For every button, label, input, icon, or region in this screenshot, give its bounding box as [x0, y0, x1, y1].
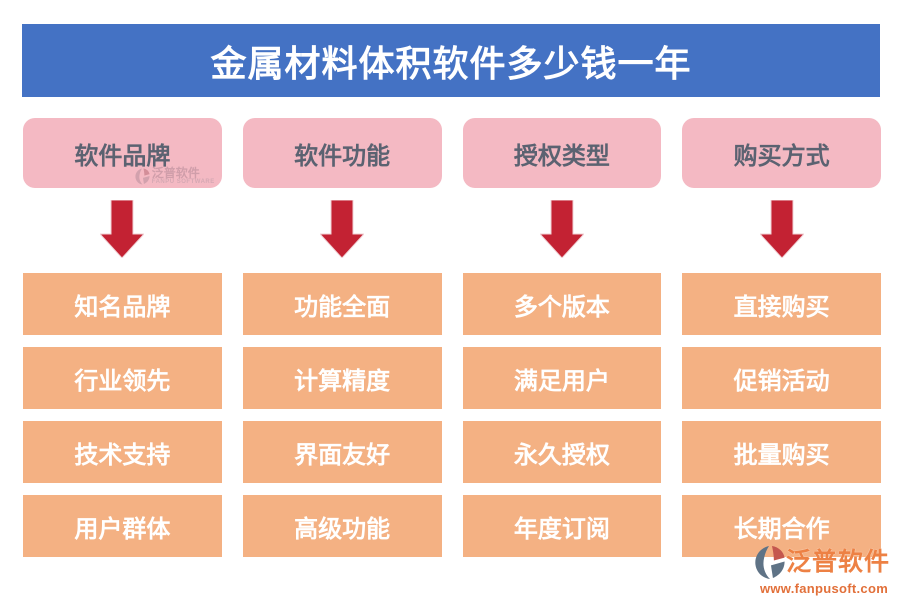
- item-label: 行业领先: [74, 368, 171, 395]
- item-label: 长期合作: [733, 516, 830, 543]
- item-label: 满足用户: [513, 368, 610, 395]
- fanpu-logo-icon: [755, 545, 785, 580]
- title-banner: 金属材料体积软件多少钱一年: [22, 24, 880, 97]
- item-box: 长期合作: [682, 495, 881, 557]
- watermark-text: 泛普软件 FANPU SOFTWARE: [152, 167, 215, 185]
- item-box: 直接购买: [682, 273, 881, 335]
- category-header-label: 购买方式: [733, 143, 830, 170]
- category-header-purchase-method: 购买方式: [682, 118, 881, 188]
- item-label: 高级功能: [294, 516, 391, 543]
- item-label: 批量购买: [733, 442, 830, 469]
- item-box: 满足用户: [462, 347, 662, 409]
- item-label: 年度订阅: [513, 516, 610, 543]
- item-box: 计算精度: [242, 347, 442, 409]
- watermark-subtitle: FANPU SOFTWARE: [151, 179, 215, 185]
- item-label: 促销活动: [733, 368, 830, 395]
- column-software-brand: 软件品牌 泛普软件 FANPU SOFTWARE: [23, 118, 222, 569]
- category-header-label: 授权类型: [513, 143, 610, 170]
- category-header-label: 软件功能: [294, 143, 391, 170]
- item-box: 用户群体: [23, 495, 222, 557]
- column-software-function: 软件功能 功能全面 计算精度 界面友好 高级功能: [242, 118, 442, 569]
- item-label: 永久授权: [513, 442, 610, 469]
- item-label: 多个版本: [513, 294, 610, 321]
- item-box: 界面友好: [242, 421, 442, 483]
- page-title: 金属材料体积软件多少钱一年: [210, 43, 692, 84]
- down-arrow-icon: [100, 200, 145, 258]
- item-box: 年度订阅: [462, 495, 662, 557]
- footer-brand-text: 泛普软件: [786, 548, 891, 576]
- item-box: 高级功能: [242, 495, 442, 557]
- item-box: 知名品牌: [23, 273, 222, 335]
- column-license-type: 授权类型 多个版本 满足用户 永久授权 年度订阅: [462, 118, 662, 569]
- arrow-container: [23, 188, 222, 273]
- arrow-container: [463, 188, 662, 273]
- fanpu-logo-icon: [135, 168, 150, 184]
- footer-url-text: www.fanpusoft.com: [759, 581, 889, 596]
- column-purchase-method: 购买方式 直接购买 促销活动 批量购买 长期合作: [682, 118, 881, 569]
- item-label: 计算精度: [294, 368, 391, 395]
- down-arrow-icon: [539, 200, 584, 258]
- category-header-label: 软件品牌: [74, 143, 171, 170]
- item-box: 促销活动: [682, 347, 881, 409]
- watermark-brand: 泛普软件: [151, 166, 200, 180]
- item-label: 知名品牌: [74, 294, 171, 321]
- footer-logo-row: 泛普软件: [754, 545, 894, 580]
- down-arrow-icon: [320, 200, 365, 258]
- category-header-license-type: 授权类型: [462, 118, 662, 188]
- item-label: 界面友好: [294, 442, 391, 469]
- item-label: 功能全面: [294, 294, 391, 321]
- item-label: 技术支持: [74, 442, 171, 469]
- item-box: 永久授权: [462, 421, 662, 483]
- category-columns: 软件品牌 泛普软件 FANPU SOFTWARE: [23, 118, 881, 569]
- watermark-logo: 泛普软件 FANPU SOFTWARE: [135, 167, 215, 185]
- arrow-container: [682, 188, 881, 273]
- item-label: 用户群体: [74, 516, 171, 543]
- item-box: 功能全面: [242, 273, 442, 335]
- item-box: 技术支持: [23, 421, 222, 483]
- category-header-software-brand: 软件品牌 泛普软件 FANPU SOFTWARE: [23, 118, 222, 188]
- item-label: 直接购买: [733, 294, 830, 321]
- item-box: 批量购买: [682, 421, 881, 483]
- arrow-container: [243, 188, 442, 273]
- item-box: 多个版本: [462, 273, 662, 335]
- category-header-software-function: 软件功能: [242, 118, 442, 188]
- item-box: 行业领先: [23, 347, 222, 409]
- down-arrow-icon: [759, 200, 804, 258]
- fanpu-footer-logo: 泛普软件 www.fanpusoft.com: [754, 545, 894, 596]
